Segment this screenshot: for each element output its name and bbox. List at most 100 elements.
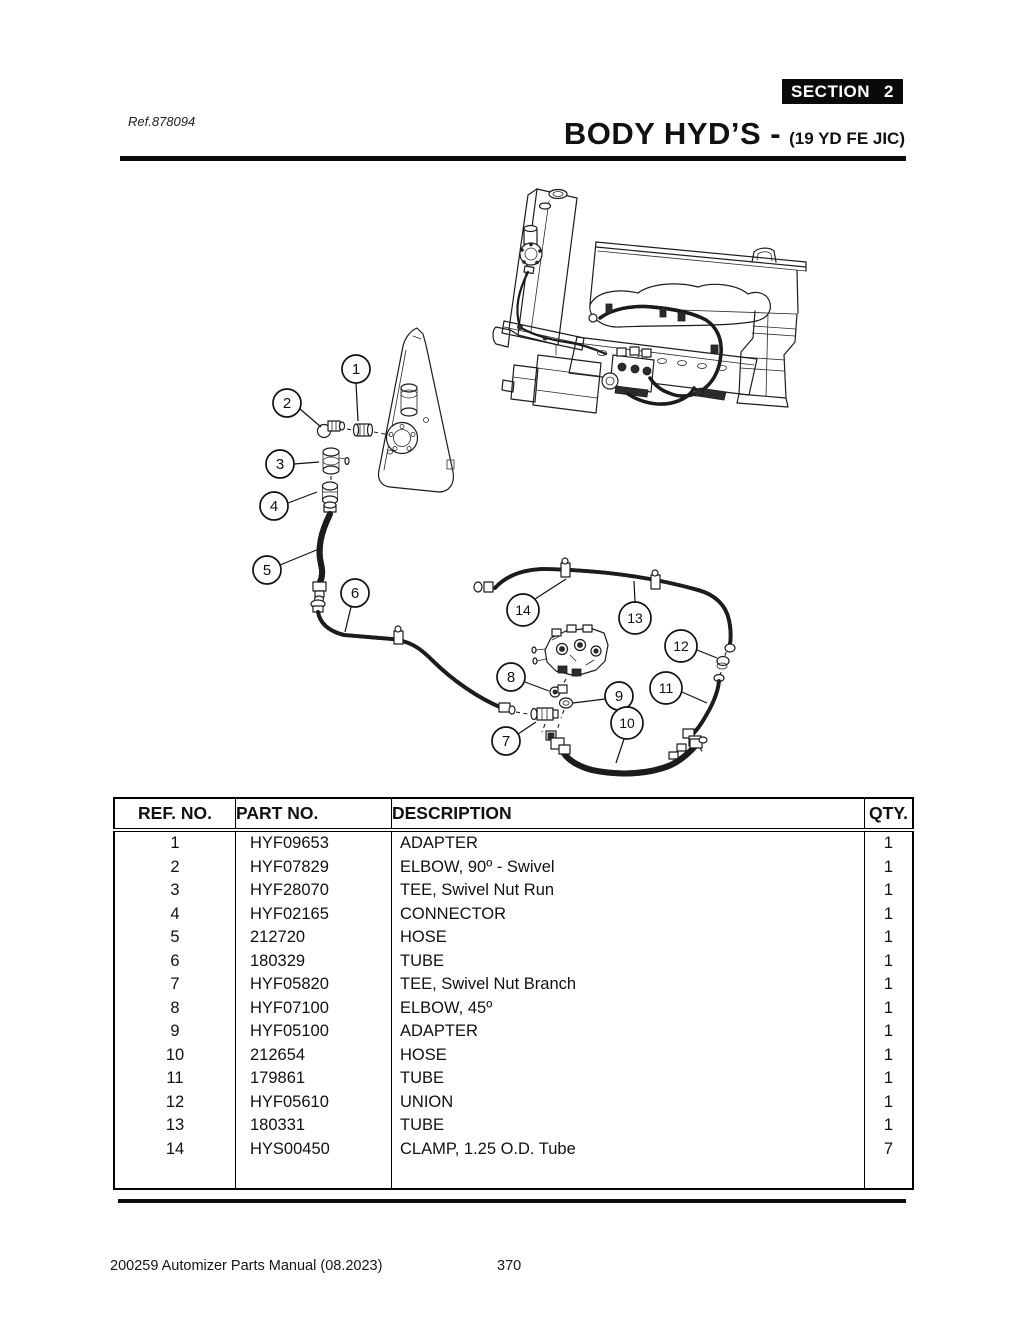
part-2-elbow [316, 420, 346, 439]
table-cell: 180331 [235, 1114, 392, 1138]
table-cell: ELBOW, 90º - Swivel [391, 855, 865, 879]
table-cell: HYF09653 [235, 830, 392, 856]
part-14-clamp-a [560, 557, 571, 578]
callout-2: 2 [272, 388, 322, 428]
callout-6: 6 [340, 578, 370, 633]
part-8-elbow [549, 678, 568, 698]
section-badge: SECTION 2 [782, 79, 903, 104]
valve-block-detail [531, 624, 609, 677]
svg-text:3: 3 [276, 456, 284, 473]
table-filler-cell [113, 1161, 236, 1189]
table-cell: HYF05610 [235, 1090, 392, 1114]
table-cell: ADAPTER [391, 830, 865, 856]
callout-1: 1 [341, 354, 371, 422]
table-cell: 1 [864, 902, 914, 926]
table-cell: 212720 [235, 926, 392, 950]
table-cell: 11 [113, 1067, 236, 1091]
col-header-part-no: PART NO. [235, 797, 392, 832]
table-cell: CLAMP, 1.25 O.D. Tube [391, 1137, 865, 1161]
table-cell: ELBOW, 45º [391, 996, 865, 1020]
callout-5: 5 [252, 548, 320, 585]
callout-10: 10 [610, 706, 644, 764]
part-1-adapter [352, 423, 374, 437]
svg-text:13: 13 [627, 610, 643, 626]
callout-4: 4 [259, 491, 318, 521]
table-cell: 212654 [235, 1043, 392, 1067]
callout-12: 12 [664, 629, 718, 663]
svg-text:2: 2 [283, 395, 291, 412]
table-cell: 1 [864, 1090, 914, 1114]
callout-3: 3 [265, 449, 320, 479]
page-title: BODY HYD’S - [563, 116, 782, 151]
header-divider [120, 156, 906, 161]
table-cell: 10 [113, 1043, 236, 1067]
manual-title: 200259 Automizer Parts Manual (08.2023) [110, 1258, 383, 1274]
part-12-union [716, 651, 730, 677]
table-cell: 9 [113, 1020, 236, 1044]
callout-7: 7 [491, 721, 537, 756]
table-cell: HOSE [391, 1043, 865, 1067]
table-filler-cell [235, 1161, 392, 1189]
table-cell: ADAPTER [391, 1020, 865, 1044]
table-cell: 1 [864, 973, 914, 997]
callouts: 1 2 3 4 5 6 7 [252, 354, 718, 764]
exploded-fittings [310, 420, 529, 715]
svg-text:9: 9 [615, 688, 623, 705]
table-cell: TUBE [391, 949, 865, 973]
ref-number: Ref.878094 [128, 114, 196, 129]
svg-text:12: 12 [673, 638, 689, 654]
table-cell: 14 [113, 1137, 236, 1161]
table-cell: 1 [864, 879, 914, 903]
table-cell: TEE, Swivel Nut Run [391, 879, 865, 903]
part-13-tube [473, 567, 736, 653]
part-4-connector [321, 481, 339, 505]
footer-divider [118, 1199, 906, 1203]
svg-text:1: 1 [352, 361, 360, 378]
table-cell: HYF05820 [235, 973, 392, 997]
table-cell: 1 [864, 996, 914, 1020]
table-cell: 13 [113, 1114, 236, 1138]
table-cell: 1 [864, 926, 914, 950]
chute-panel-drawing [377, 327, 455, 493]
part-14-clamp-b [650, 569, 661, 590]
part-6-tube [310, 599, 516, 715]
table-cell: 3 [113, 879, 236, 903]
table-cell: 6 [113, 949, 236, 973]
table-filler-row [113, 1161, 914, 1189]
subframe-drawing [492, 320, 602, 414]
assembly-overview-drawing [492, 188, 807, 414]
table-cell: TUBE [391, 1067, 865, 1091]
table-cell: HYF02165 [235, 902, 392, 926]
page-subtitle: (19 YD FE JIC) [789, 129, 905, 148]
svg-text:6: 6 [351, 585, 359, 602]
callout-8: 8 [496, 662, 550, 692]
valve-assembly-drawing [601, 346, 655, 398]
table-cell: 1 [864, 949, 914, 973]
callout-13: 13 [618, 580, 652, 635]
table-filler-cell [391, 1161, 865, 1189]
page-number: 370 [497, 1258, 522, 1274]
table-cell: 1 [864, 855, 914, 879]
table-cell: CONNECTOR [391, 902, 865, 926]
table-cell: 1 [864, 1114, 914, 1138]
table-cell: 5 [113, 926, 236, 950]
part-3-tee [322, 447, 350, 475]
svg-text:7: 7 [502, 733, 510, 750]
part-9-nut [556, 697, 574, 732]
table-cell: 1 [113, 830, 236, 856]
table-cell: HYF05100 [235, 1020, 392, 1044]
col-header-description: DESCRIPTION [391, 797, 865, 832]
part-7-tee [530, 707, 559, 733]
callout-11: 11 [649, 671, 708, 705]
parts-diagram: 1 2 3 4 5 6 7 [252, 188, 807, 795]
svg-text:14: 14 [515, 602, 531, 618]
